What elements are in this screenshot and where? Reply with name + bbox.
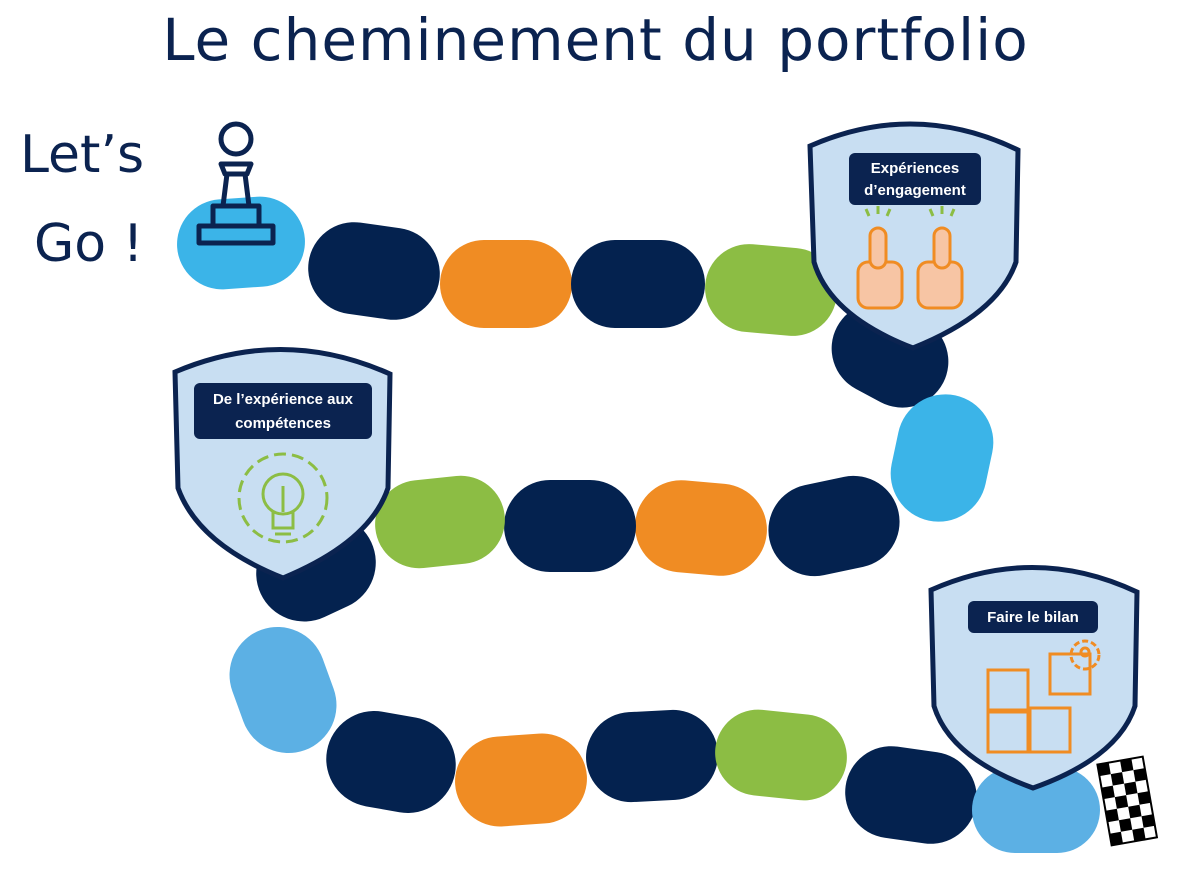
checkered-flag-icon (1096, 755, 1159, 847)
puzzle-pieces-icon (986, 639, 1101, 754)
stage-label-bilan: Faire le bilan (987, 609, 1079, 626)
path-step (229, 626, 337, 754)
path-step (586, 709, 718, 803)
path-step (326, 711, 456, 813)
path-step (768, 475, 900, 577)
path-step (635, 480, 767, 576)
path-step (440, 240, 572, 328)
stage-label-competences-line2: compétences (235, 415, 331, 432)
pawn-icon (196, 121, 276, 246)
path-step (455, 733, 587, 827)
path-step (845, 746, 977, 844)
stage-label-competences-line1: De l’expérience aux (213, 391, 354, 408)
stage-shield-bilan: Faire le bilan (928, 565, 1140, 791)
thumbs-sparkle-icon (864, 206, 956, 217)
path-step (705, 244, 837, 336)
stage-label-engagement-line2: d’engagement (864, 182, 966, 199)
page-title: Le cheminement du portfolio (162, 6, 1029, 74)
stage-shield-engagement: Expériences d’engagement (807, 121, 1021, 351)
path-steps (177, 196, 1100, 853)
path-step (972, 767, 1100, 853)
path-step (571, 240, 705, 328)
path-step (308, 222, 440, 320)
path-step (375, 475, 505, 569)
path-step (715, 709, 847, 801)
path-step (504, 480, 636, 572)
start-label-line2: Go ! (34, 214, 144, 274)
stage-shield-competences: De l’expérience aux compétences (172, 347, 393, 581)
stage-label-engagement-line1: Expériences (871, 160, 959, 177)
lightbulb-gear-icon (237, 452, 329, 544)
start-label-line1: Let’s (20, 125, 145, 185)
thumbs-up-icon (856, 226, 964, 310)
path-step (890, 394, 994, 522)
